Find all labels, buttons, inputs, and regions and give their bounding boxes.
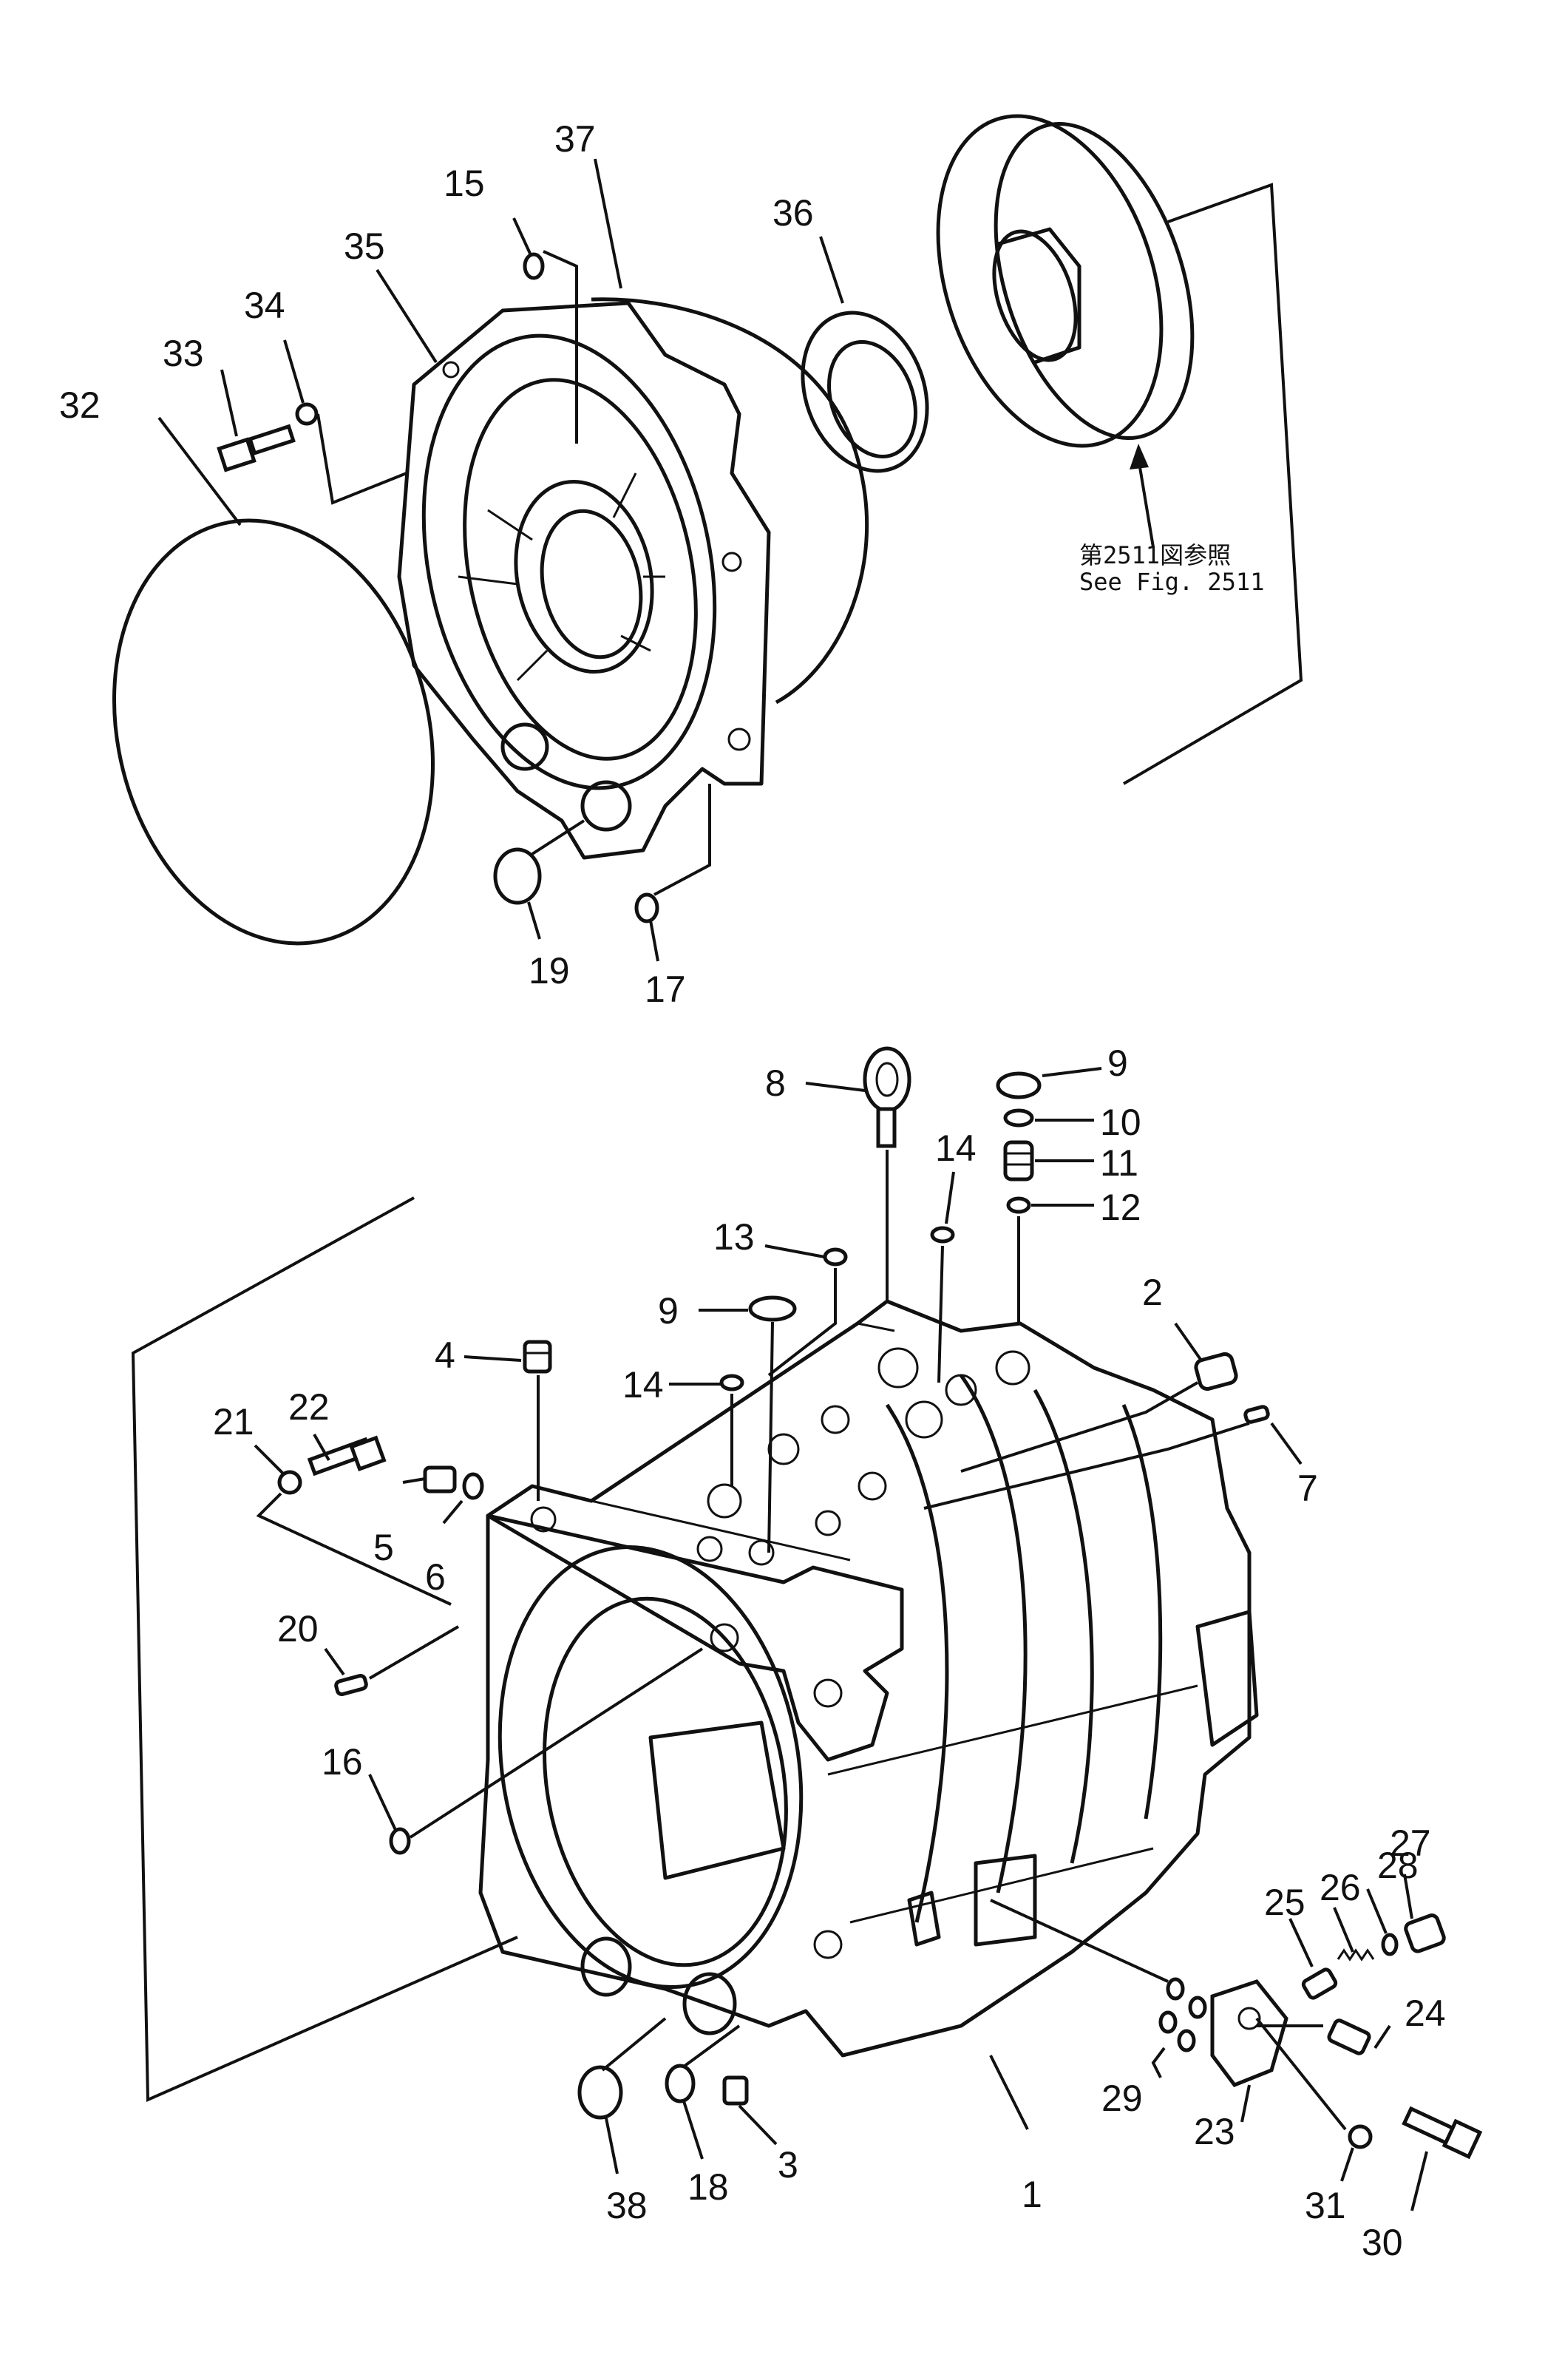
upper-leader-lines	[157, 158, 844, 962]
label-12: 12	[1100, 1187, 1141, 1228]
label-24: 24	[1405, 1993, 1446, 2034]
label-37: 37	[554, 118, 596, 160]
part-10-o-ring	[1003, 1108, 1034, 1128]
label-30: 30	[1362, 2222, 1403, 2263]
reference-note-jp: 第2511図参照	[1079, 541, 1231, 569]
label-11: 11	[1100, 1142, 1138, 1184]
part-5-plug	[423, 1465, 457, 1494]
part-22-bolt	[307, 1435, 387, 1477]
part-20-pin	[334, 1673, 368, 1697]
label-28: 28	[1377, 1845, 1419, 1886]
part-14-o-ring-a	[930, 1226, 955, 1244]
label-5: 5	[373, 1527, 394, 1568]
label-13: 13	[713, 1216, 755, 1258]
part-26-spring	[1337, 1948, 1375, 1962]
label-15: 15	[444, 163, 485, 204]
part-31-washer	[1348, 2124, 1373, 2149]
label-36: 36	[772, 192, 814, 234]
part-28-o-ring	[1381, 1933, 1399, 1956]
part-1-transmission-case	[478, 1299, 1259, 2058]
lower-leader-lines	[254, 1067, 1428, 2211]
part-13-o-ring	[823, 1247, 848, 1267]
part-15-o-ring	[523, 252, 545, 280]
label-22: 22	[288, 1386, 330, 1428]
part-4-plug	[523, 1340, 552, 1374]
part-9-o-ring-mid	[748, 1295, 797, 1322]
part-24-plug	[1327, 2018, 1371, 2055]
part-33-bolt	[217, 424, 296, 472]
label-9-top: 9	[1107, 1042, 1128, 1084]
label-14-mid: 14	[622, 1364, 664, 1406]
reference-note: 第2511図参照 See Fig. 2511	[1079, 541, 1264, 596]
part-32-seal-ring	[112, 518, 435, 946]
part-12-o-ring	[1006, 1196, 1031, 1214]
part-9-o-ring-top	[996, 1071, 1042, 1099]
label-33: 33	[163, 333, 204, 374]
label-18: 18	[687, 2166, 729, 2208]
label-27: 27	[1390, 1823, 1431, 1864]
label-10: 10	[1100, 1102, 1141, 1143]
label-4: 4	[435, 1335, 455, 1376]
part-19-o-ring	[493, 847, 542, 905]
part-17-o-ring	[634, 892, 659, 923]
part-37-seal	[591, 297, 869, 705]
label-29: 29	[1101, 2078, 1143, 2119]
label-19: 19	[529, 950, 570, 991]
label-20: 20	[277, 1608, 319, 1650]
part-29-o-rings	[1158, 1977, 1207, 2052]
part-8-eye-bolt	[863, 1046, 911, 1148]
part-number-labels: 1 2 3 4 5 6 7 8 9 9 10 11 12 13 14 14 15…	[59, 118, 1446, 2263]
reference-gear	[936, 114, 1195, 448]
part-35-cover-plate	[397, 301, 771, 860]
part-30-bolt	[1402, 2106, 1483, 2160]
label-23: 23	[1194, 2111, 1235, 2152]
part-2-plug	[1194, 1352, 1238, 1391]
part-7-pin	[1243, 1405, 1270, 1424]
label-25: 25	[1264, 1882, 1305, 1923]
label-9-mid: 9	[658, 1290, 679, 1332]
part-18-o-ring	[665, 2064, 696, 2103]
label-38: 38	[606, 2185, 648, 2226]
label-2: 2	[1142, 1272, 1163, 1313]
label-17: 17	[645, 969, 686, 1010]
label-16: 16	[322, 1741, 363, 1783]
label-8: 8	[765, 1062, 786, 1104]
part-11-plug	[1003, 1140, 1034, 1181]
label-32: 32	[59, 384, 101, 426]
part-38-o-ring	[577, 2065, 623, 2120]
part-14-o-ring-b	[719, 1374, 744, 1391]
label-14-top: 14	[935, 1128, 977, 1169]
label-7: 7	[1297, 1468, 1318, 1509]
part-16-o-ring	[389, 1827, 411, 1855]
assembly-frame-lines	[131, 1196, 518, 2103]
part-23-valve-body	[1210, 1979, 1288, 2088]
part-21-washer	[277, 1470, 302, 1495]
label-3: 3	[778, 2144, 798, 2186]
reference-note-en: See Fig. 2511	[1079, 568, 1264, 596]
label-6: 6	[425, 1556, 446, 1598]
part-6-o-ring	[462, 1472, 484, 1500]
part-34-washer	[295, 402, 319, 426]
label-35: 35	[344, 226, 385, 267]
label-21: 21	[213, 1401, 254, 1442]
label-34: 34	[244, 285, 285, 326]
part-27-plug	[1404, 1913, 1446, 1953]
label-1: 1	[1022, 2174, 1042, 2215]
part-36-bearing	[801, 311, 929, 473]
reference-bracket	[1122, 183, 1303, 785]
label-31: 31	[1305, 2185, 1346, 2226]
part-3-plug	[722, 2075, 749, 2106]
label-26: 26	[1320, 1867, 1361, 1908]
part-25-valve	[1301, 1967, 1338, 2000]
